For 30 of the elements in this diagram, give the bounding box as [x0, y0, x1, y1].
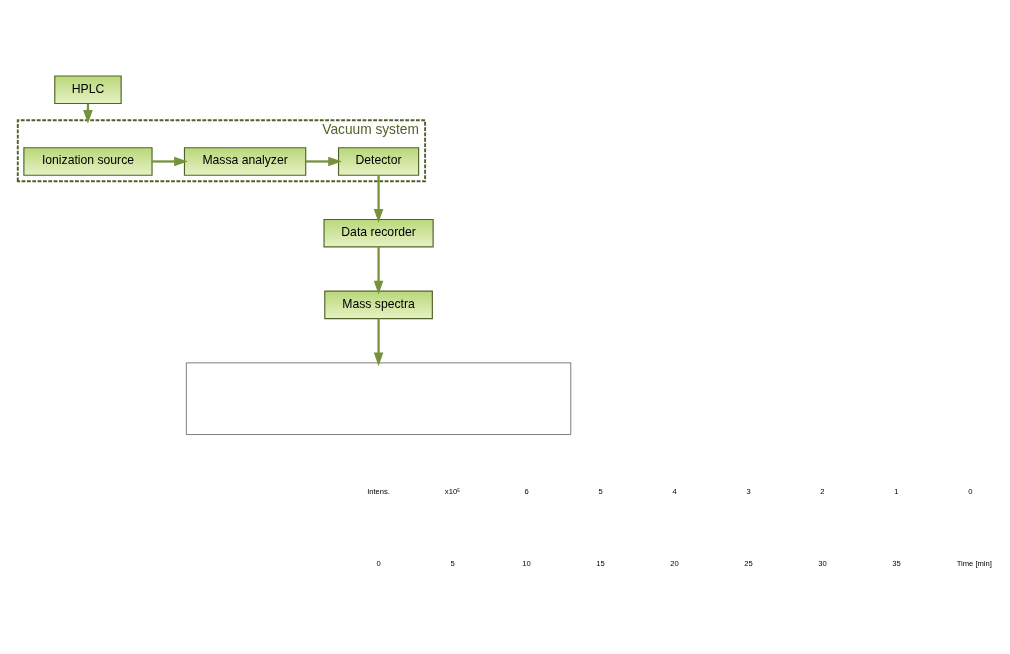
node-box: Massa analyzer — [183, 147, 307, 176]
label: 4 — [672, 487, 677, 497]
node-box: Detector — [337, 147, 420, 176]
label: 10 — [522, 559, 531, 569]
label: 5 — [450, 559, 455, 569]
label: 0 — [968, 487, 973, 497]
node-box — [186, 362, 572, 435]
arrow — [373, 318, 384, 367]
node-box: Data recorder — [323, 218, 434, 248]
node-box: Mass spectra — [324, 290, 433, 320]
label: 0 — [376, 559, 381, 569]
label: 1 — [894, 487, 899, 497]
node-box: HPLC — [54, 75, 122, 105]
arrow — [152, 156, 188, 167]
arrow — [305, 156, 342, 167]
node-box: Ionization source — [23, 147, 153, 176]
label: Intens. — [367, 487, 390, 497]
label: 30 — [818, 559, 827, 569]
label: 5 — [598, 487, 603, 497]
label: 35 — [892, 559, 901, 569]
label: 25 — [744, 559, 753, 569]
arrow — [373, 247, 384, 295]
arrow — [373, 175, 384, 223]
label: 3 — [746, 487, 751, 497]
label: 15 — [596, 559, 605, 569]
label: 6 — [524, 487, 529, 497]
label: 2 — [820, 487, 825, 497]
label: Time [min] — [956, 559, 992, 569]
label: 20 — [670, 559, 679, 569]
label: x10⁵ — [444, 487, 461, 497]
